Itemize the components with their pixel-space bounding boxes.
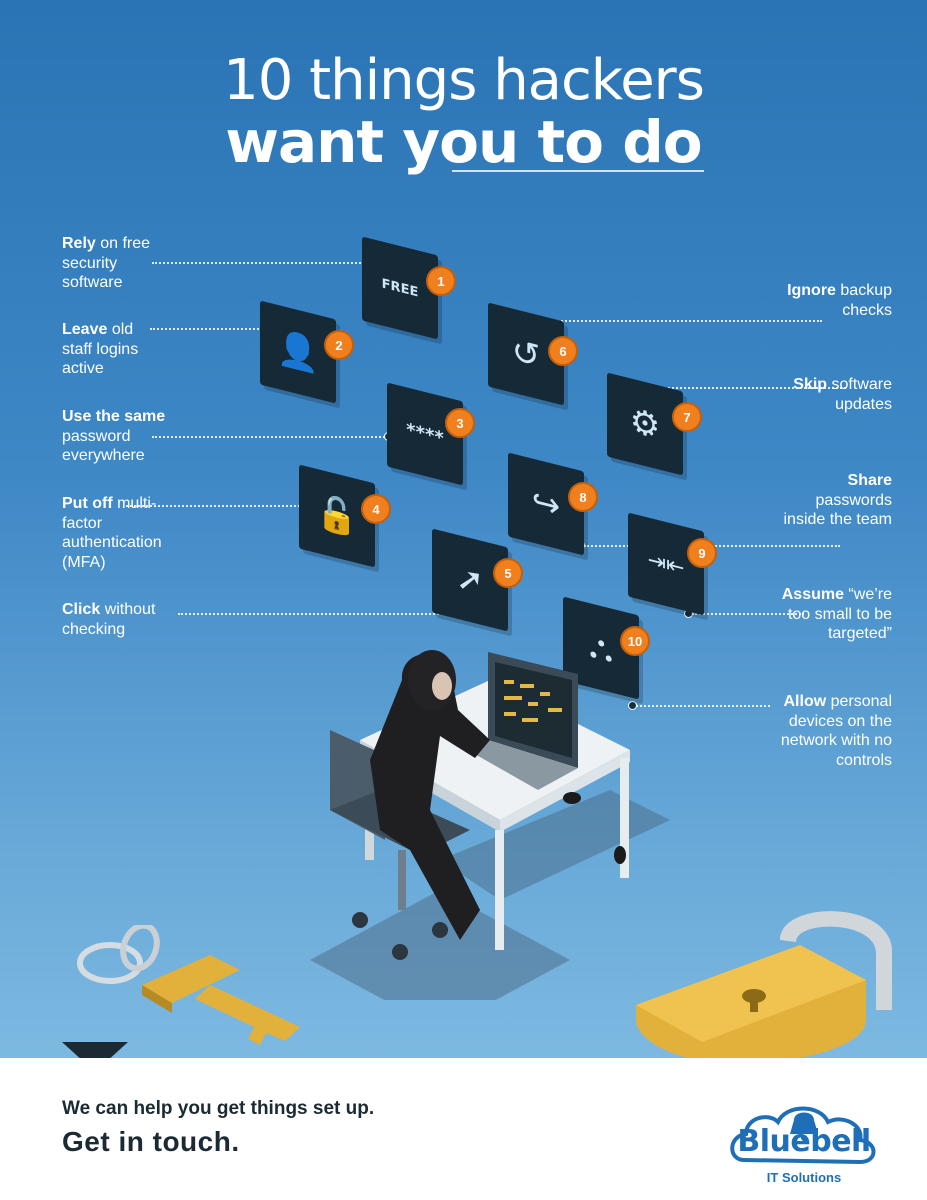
connector-2 [150, 328, 266, 330]
update-gear-icon: ⚙ [629, 400, 661, 448]
item-2-text: old staff logins active [62, 321, 139, 377]
item-9-bold: Assume [781, 586, 844, 603]
item-5-bold: Click [62, 601, 101, 618]
cloud-bell-icon [730, 1106, 876, 1165]
connector-1 [152, 262, 376, 264]
connector-5 [178, 613, 458, 615]
item-label-4: Put off multi-factor authentication (MFA… [62, 494, 187, 572]
logo-name: Bluebell [737, 1124, 871, 1159]
tile-2: 👤 [260, 300, 336, 404]
connector-4 [126, 505, 304, 507]
item-4-bold: Put off [62, 495, 113, 512]
item-label-5: Click without checking [62, 600, 187, 639]
badge-5: 5 [493, 558, 523, 588]
padlock-illustration [636, 911, 892, 1058]
badge-6: 6 [548, 336, 578, 366]
item-7-bold: Skip [793, 376, 828, 393]
badge-1: 1 [426, 266, 456, 296]
badge-7: 7 [672, 402, 702, 432]
item-label-2: Leave old staff logins active [62, 320, 162, 379]
tile-1: FREE [362, 236, 438, 340]
connector-9 [692, 613, 804, 615]
user-lock-icon: 👤 [276, 326, 320, 378]
item-label-6: Ignore backup checks [780, 281, 892, 320]
item-label-3: Use the same password everywhere [62, 407, 187, 466]
badge-3: 3 [445, 408, 475, 438]
item-3-bold: Use the same [62, 408, 166, 425]
hero-panel: 10 things hackers want you to do Rely on… [0, 0, 927, 1058]
connector-10 [636, 705, 770, 707]
item-3-text: password everywhere [62, 427, 145, 465]
item-10-bold: Allow [783, 693, 827, 710]
item-label-8: Share passwords inside the team [780, 471, 892, 530]
item-6-text: backup checks [835, 282, 892, 319]
item-label-1: Rely on free security software [62, 234, 172, 293]
item-5-text: without checking [62, 601, 156, 638]
item-4-text: multi-factor authentication (MFA) [62, 495, 162, 571]
item-9-text: “we’re too small to be targeted” [787, 586, 892, 642]
free-badge-icon: FREE [381, 275, 419, 301]
item-6-bold: Ignore [787, 282, 836, 299]
badge-2: 2 [324, 330, 354, 360]
item-1-bold: Rely [62, 235, 96, 252]
logo-subtitle: IT Solutions [766, 1170, 842, 1185]
item-10-text: personal devices on the network with no … [780, 693, 892, 769]
cta-line-2[interactable]: Get in touch. [62, 1126, 240, 1157]
bluebell-logo[interactable]: Bluebell IT Solutions [724, 1100, 884, 1192]
item-label-7: Skip software updates [780, 375, 892, 414]
badge-10: 10 [620, 626, 650, 656]
item-7-text: software updates [827, 376, 892, 413]
badge-9: 9 [687, 538, 717, 568]
item-label-10: Allow personal devices on the network wi… [752, 692, 892, 770]
footer [0, 1058, 927, 1200]
badge-8: 8 [568, 482, 598, 512]
tile-7: ⚙ [607, 372, 683, 476]
title-line-2: want you to do [225, 108, 702, 176]
item-2-bold: Leave [62, 321, 108, 338]
connector-dot-10 [628, 701, 637, 710]
title-line-1: 10 things hackers [223, 48, 705, 113]
item-8-text: passwords inside the team [783, 491, 892, 529]
cta-line-1: We can help you get things set up. [62, 1098, 375, 1119]
key-illustration [77, 925, 300, 1045]
badge-4: 4 [361, 494, 391, 524]
title-underline [452, 170, 704, 172]
connector-7 [624, 387, 846, 389]
item-label-9: Assume “we’re too small to be targeted” [770, 585, 892, 644]
connector-6 [514, 320, 822, 322]
connector-3 [152, 436, 388, 438]
hacker-illustration [310, 650, 670, 1000]
item-1-text: on free security software [62, 235, 151, 291]
item-8-bold: Share [847, 472, 892, 489]
